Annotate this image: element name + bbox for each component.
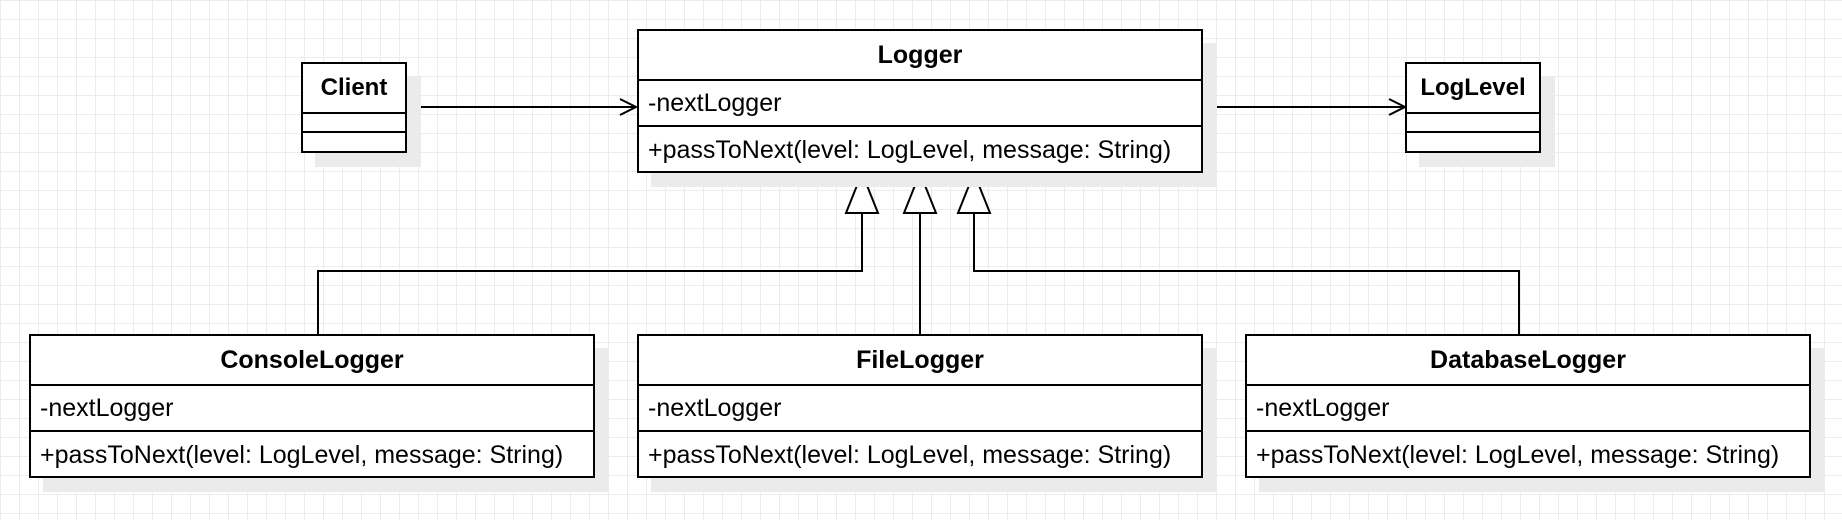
- class-logger[interactable]: Logger -nextLogger +passToNext(level: Lo…: [637, 29, 1203, 173]
- class-attributes: -nextLogger: [639, 81, 1201, 127]
- hollow-triangle-arrowhead: [844, 170, 880, 214]
- class-client[interactable]: Client: [301, 62, 407, 153]
- generalization-filelogger-logger: [902, 170, 938, 334]
- hollow-triangle-arrowhead: [902, 170, 938, 214]
- class-name: LogLevel: [1407, 64, 1539, 114]
- generalization-databaselogger-logger: [956, 170, 1520, 334]
- class-console-logger[interactable]: ConsoleLogger -nextLogger +passToNext(le…: [29, 334, 595, 478]
- class-loglevel[interactable]: LogLevel: [1405, 62, 1541, 153]
- class-file-logger[interactable]: FileLogger -nextLogger +passToNext(level…: [637, 334, 1203, 478]
- class-methods: +passToNext(level: LogLevel, message: St…: [1256, 440, 1780, 469]
- class-name: ConsoleLogger: [31, 336, 593, 386]
- class-methods: [1407, 133, 1539, 152]
- class-name: Client: [303, 64, 405, 114]
- class-attributes: [303, 114, 405, 133]
- class-methods: [303, 133, 405, 152]
- class-methods: +passToNext(level: LogLevel, message: St…: [648, 135, 1172, 164]
- class-attributes: [1407, 114, 1539, 133]
- class-methods: +passToNext(level: LogLevel, message: St…: [648, 440, 1172, 469]
- class-name: DatabaseLogger: [1247, 336, 1809, 386]
- class-attributes: -nextLogger: [639, 386, 1201, 432]
- class-name: Logger: [639, 31, 1201, 81]
- association-logger-loglevel: [1202, 98, 1408, 116]
- hollow-triangle-arrowhead: [956, 170, 992, 214]
- class-name: FileLogger: [639, 336, 1201, 386]
- class-attributes: -nextLogger: [31, 386, 593, 432]
- open-arrowhead: [619, 98, 639, 116]
- class-methods: +passToNext(level: LogLevel, message: St…: [40, 440, 564, 469]
- class-database-logger[interactable]: DatabaseLogger -nextLogger +passToNext(l…: [1245, 334, 1811, 478]
- class-attributes: -nextLogger: [1247, 386, 1809, 432]
- generalization-consolelogger-logger: [317, 170, 880, 334]
- association-client-logger: [406, 98, 639, 116]
